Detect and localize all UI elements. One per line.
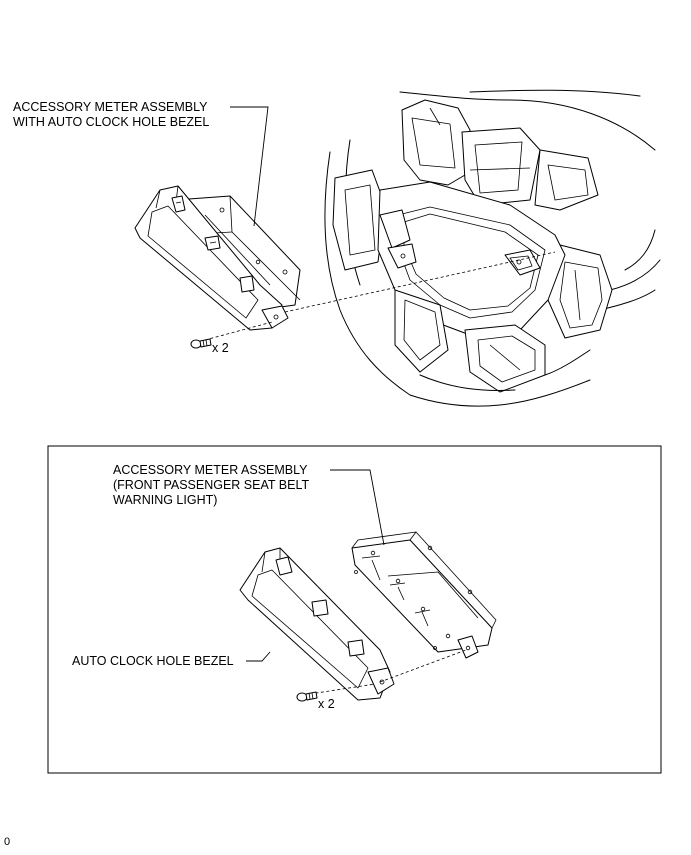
top-screw-line — [204, 321, 273, 341]
dashboard-center-console — [324, 89, 661, 407]
top-assembly-label: ACCESSORY METER ASSEMBLY WITH AUTO CLOCK… — [13, 100, 209, 130]
inset-screw-count: x 2 — [318, 697, 335, 711]
screw-icon — [296, 691, 318, 702]
accessory-meter-assembly-with-bezel — [134, 185, 301, 331]
inset-assembly-label-line1: ACCESSORY METER ASSEMBLY — [113, 463, 308, 477]
inset-assembly-label: ACCESSORY METER ASSEMBLY (FRONT PASSENGE… — [113, 463, 309, 508]
screw-icon — [190, 338, 212, 349]
top-alignment-line — [284, 251, 556, 313]
inset-frame — [47, 445, 662, 774]
corner-code: 0 — [4, 836, 11, 848]
inset-assembly-leader — [330, 469, 385, 546]
top-assembly-label-line2: WITH AUTO CLOCK HOLE BEZEL — [13, 115, 210, 129]
inset-assembly-label-line2: (FRONT PASSENGER SEAT BELT — [113, 478, 310, 492]
top-assembly-label-line1: ACCESSORY METER ASSEMBLY — [13, 100, 208, 114]
top-screw-count: x 2 — [212, 341, 229, 355]
inset-assembly-label-line3: WARNING LIGHT) — [113, 493, 218, 507]
inset-bezel-leader — [246, 651, 271, 662]
inset-alignment-line — [379, 649, 467, 683]
inset-bezel-label: AUTO CLOCK HOLE BEZEL — [72, 654, 234, 668]
accessory-meter-assembly — [351, 531, 497, 659]
auto-clock-hole-bezel — [239, 547, 395, 701]
top-assembly-leader — [230, 106, 269, 227]
